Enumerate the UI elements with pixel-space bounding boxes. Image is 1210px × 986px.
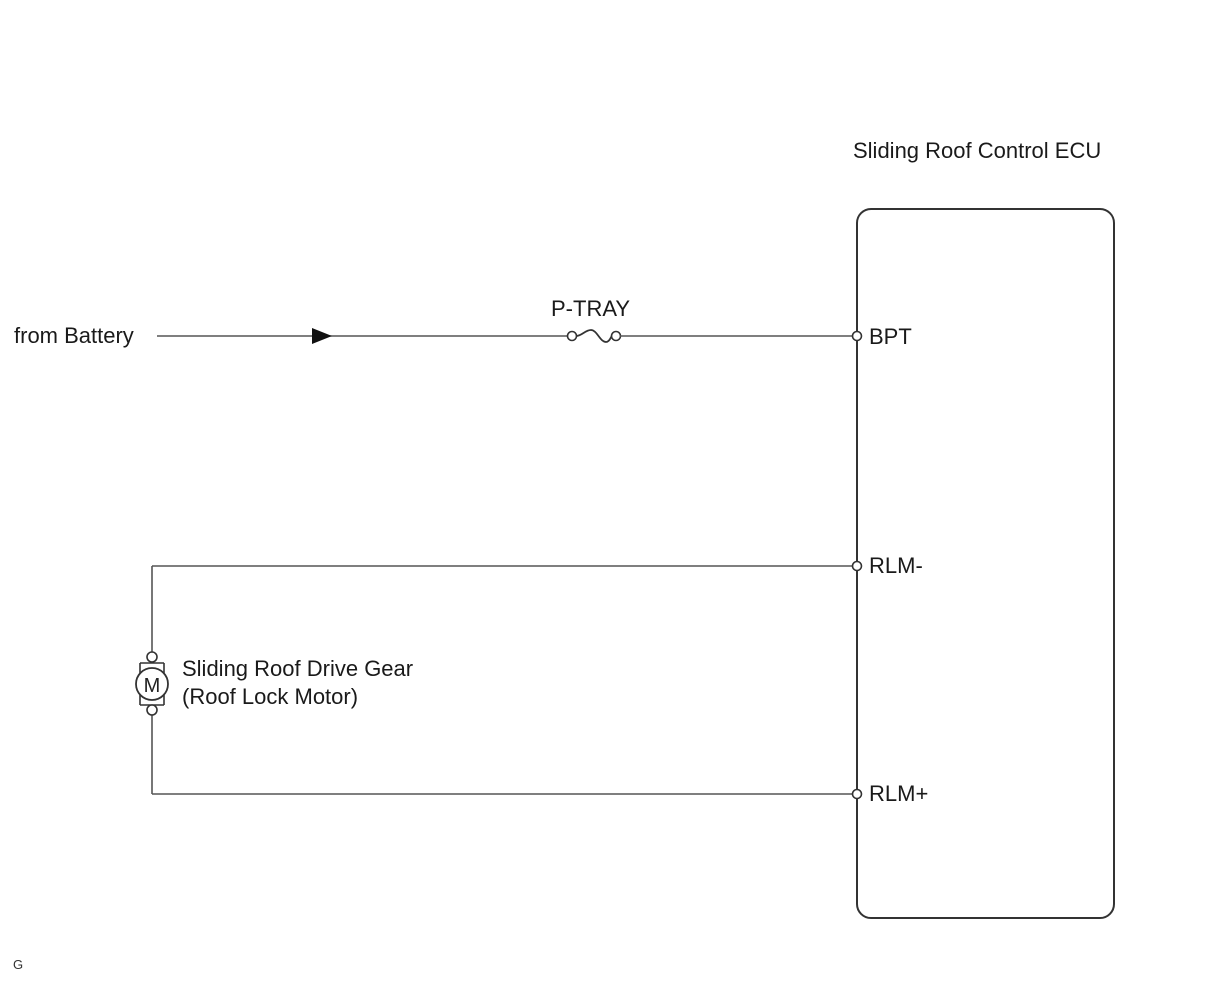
fuse-label: P-TRAY bbox=[551, 296, 631, 321]
fuse-terminal-right bbox=[610, 330, 622, 342]
motor-symbol: M bbox=[135, 651, 169, 716]
rlm-plus-terminal bbox=[851, 788, 863, 800]
rlm-plus-terminal-label: RLM+ bbox=[869, 781, 929, 806]
footer-code: G bbox=[13, 957, 24, 972]
rlm-minus-terminal-label: RLM- bbox=[869, 553, 923, 578]
ecu-title: Sliding Roof Control ECU bbox=[853, 138, 1102, 163]
battery-source-label: from Battery bbox=[14, 323, 134, 348]
motor-name-line1: Sliding Roof Drive Gear bbox=[182, 656, 414, 681]
bpt-terminal-label: BPT bbox=[869, 324, 912, 349]
motor-circle bbox=[135, 667, 169, 701]
motor-symbol-letter: M bbox=[144, 675, 161, 697]
fuse-terminal-left bbox=[566, 330, 578, 342]
fuse-element bbox=[575, 329, 613, 343]
motor-top-terminal bbox=[146, 651, 158, 663]
motor-name-line2: (Roof Lock Motor) bbox=[182, 684, 359, 709]
rlm-minus-terminal bbox=[851, 560, 863, 572]
motor-bottom-terminal bbox=[146, 704, 158, 716]
bpt-terminal bbox=[851, 330, 863, 342]
current-direction-arrow bbox=[312, 328, 332, 344]
motor-name-label: Sliding Roof Drive Gear (Roof Lock Motor… bbox=[182, 655, 413, 711]
